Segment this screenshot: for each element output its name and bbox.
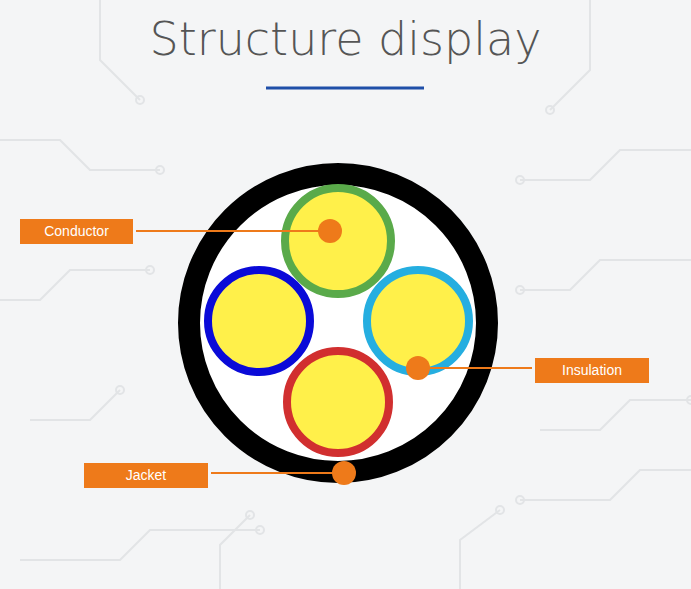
- circuit-pad: [687, 396, 691, 404]
- circuit-pad: [516, 496, 524, 504]
- callout-dot: [406, 356, 430, 380]
- circuit-trace: [20, 530, 260, 560]
- circuit-trace: [220, 515, 250, 589]
- title-underline: [266, 87, 424, 90]
- circuit-pad: [516, 286, 524, 294]
- label-text: Insulation: [562, 362, 622, 378]
- circuit-pad: [546, 106, 554, 114]
- circuit-trace: [540, 400, 691, 430]
- callout-dot: [332, 461, 356, 485]
- label-box: Conductor: [20, 219, 133, 244]
- circuit-trace: [0, 270, 150, 300]
- blue-core: [208, 270, 310, 372]
- jacket: [189, 174, 487, 472]
- circuit-trace: [520, 470, 691, 500]
- circuit-trace: [100, 0, 140, 100]
- circuit-trace: [550, 0, 590, 110]
- circuit-pad: [516, 176, 524, 184]
- circuit-trace: [460, 510, 500, 589]
- circuit-pad: [156, 166, 164, 174]
- circuit-trace: [520, 260, 691, 290]
- circuit-pad: [496, 506, 504, 514]
- red-core: [287, 351, 389, 453]
- circuit-trace: [30, 390, 120, 420]
- circuit-pad: [246, 511, 254, 519]
- label-text: Jacket: [126, 467, 166, 483]
- label-text: Conductor: [44, 223, 109, 239]
- title: Structure display: [0, 12, 691, 66]
- callout-dot: [318, 219, 342, 243]
- leader-line: [418, 367, 532, 369]
- label-box: Insulation: [535, 358, 649, 383]
- circuit-pad: [256, 526, 264, 534]
- label-box: Jacket: [84, 463, 208, 488]
- leader-line: [211, 472, 344, 474]
- green-core: [285, 188, 391, 294]
- circuit-pad: [136, 96, 144, 104]
- circuit-pad: [116, 386, 124, 394]
- circuit-trace: [0, 140, 160, 170]
- circuit-trace: [520, 150, 691, 180]
- circuit-pad: [146, 266, 154, 274]
- leader-line: [136, 230, 330, 232]
